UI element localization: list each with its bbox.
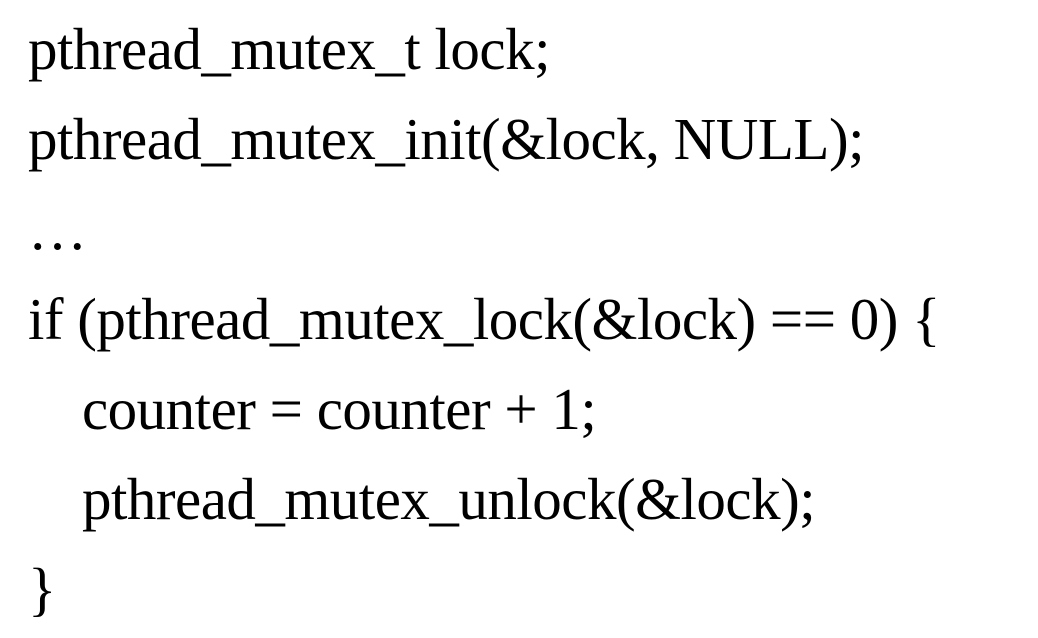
code-line-increment-counter: counter = counter + 1; [82,376,597,442]
code-line-ellipsis: … [28,196,87,262]
code-line-unlock: pthread_mutex_unlock(&lock); [82,466,816,532]
code-line-close-brace: } [28,556,56,622]
code-line-init-lock: pthread_mutex_init(&lock, NULL); [28,106,865,172]
code-line-if-lock: if (pthread_mutex_lock(&lock) == 0) { [28,286,940,352]
code-line-declare-lock: pthread_mutex_t lock; [28,16,551,82]
